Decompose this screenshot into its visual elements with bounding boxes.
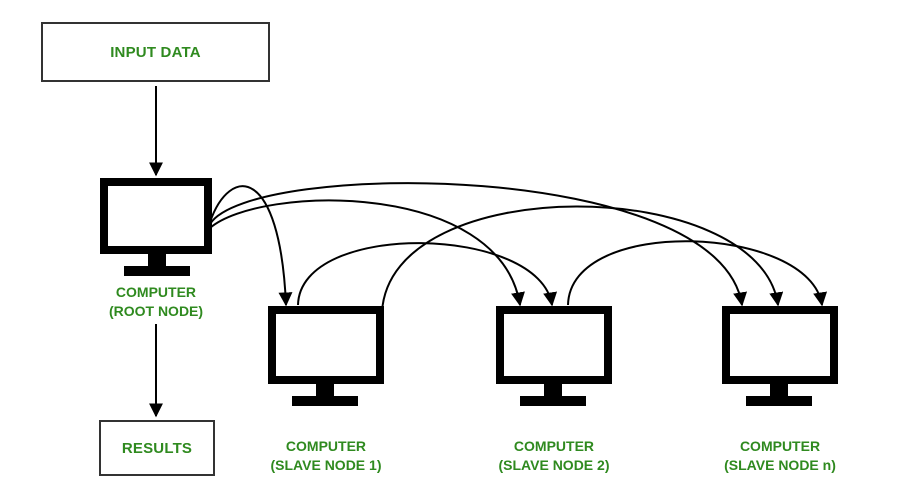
- input-data-label: INPUT DATA: [110, 43, 201, 61]
- slave-node-n-label: COMPUTER (SLAVE NODE n): [724, 437, 836, 475]
- results-box: RESULTS: [99, 420, 215, 476]
- slave-node-1-label: COMPUTER (SLAVE NODE 1): [271, 437, 382, 475]
- results-label: RESULTS: [121, 439, 193, 457]
- slave-node-n-role: (SLAVE NODE n): [724, 457, 836, 473]
- slave-node-n-title: COMPUTER: [739, 438, 821, 454]
- root-node-title: COMPUTER: [115, 284, 197, 300]
- arrow-slave-2-to-slave-n: [567, 240, 828, 307]
- slave-node-2-role: (SLAVE NODE 2): [498, 457, 610, 473]
- root-node-role: (ROOT NODE): [108, 303, 204, 319]
- arrow-slave-1-to-slave-2: [297, 242, 558, 307]
- slave-node-2-title: COMPUTER: [513, 438, 595, 454]
- slave-node-2-label: COMPUTER (SLAVE NODE 2): [499, 437, 610, 475]
- slave-node-2-monitor-icon: [496, 306, 612, 406]
- arrow-root-to-slave-1: [209, 185, 293, 307]
- input-data-box: INPUT DATA: [41, 22, 270, 82]
- root-node-label: COMPUTER (ROOT NODE): [109, 283, 203, 321]
- root-monitor-icon: [100, 178, 212, 276]
- arrow-root-to-slave-n: [209, 182, 747, 307]
- slave-node-n-monitor-icon: [722, 306, 838, 406]
- slave-node-1-monitor-icon: [268, 306, 384, 406]
- slave-node-1-role: (SLAVE NODE 1): [270, 457, 382, 473]
- arrow-root-to-slave-2: [209, 199, 525, 307]
- slave-node-1-title: COMPUTER: [285, 438, 367, 454]
- arrow-slave-1-to-slave-n: [381, 205, 784, 313]
